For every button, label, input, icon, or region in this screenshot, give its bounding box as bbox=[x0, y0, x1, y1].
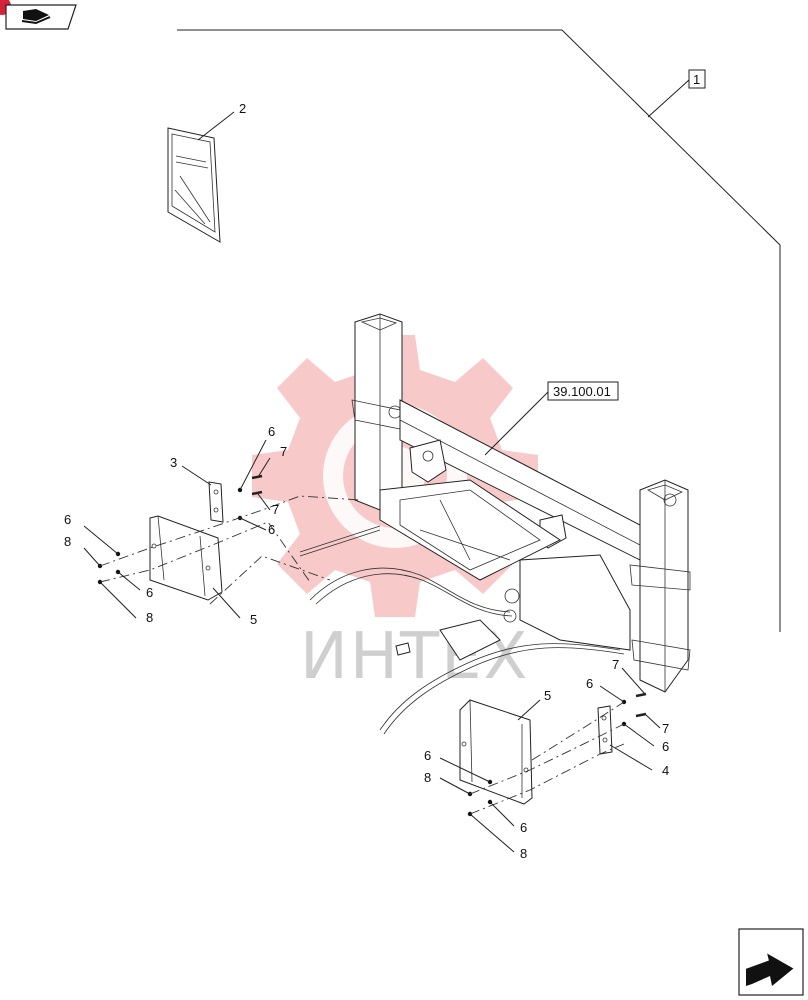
leader-line-5a bbox=[212, 587, 241, 619]
callout-6b[interactable]: 6 bbox=[268, 522, 275, 537]
leader-line-8d bbox=[469, 813, 515, 853]
leader-line-8b bbox=[99, 581, 137, 619]
axis-line-right-1 bbox=[469, 723, 625, 795]
leader-line-5b bbox=[517, 699, 541, 721]
callout-1[interactable]: 1 bbox=[693, 72, 700, 87]
leader-line-3 bbox=[181, 465, 212, 486]
right-cover-5 bbox=[459, 699, 533, 805]
watermark-text: ИНТЕХ bbox=[300, 620, 529, 694]
leader-line-4 bbox=[609, 744, 653, 771]
next-page-arrow-icon bbox=[738, 928, 804, 996]
leader-line-7d bbox=[644, 713, 661, 729]
callout-6g[interactable]: 6 bbox=[424, 748, 431, 763]
leader-line-6h bbox=[489, 801, 515, 827]
leader-line-8c bbox=[439, 777, 471, 795]
callout-box-1 bbox=[688, 69, 706, 89]
leader-line-6g bbox=[439, 757, 491, 783]
callout-6a[interactable]: 6 bbox=[268, 424, 275, 439]
leader-line-6e bbox=[599, 685, 625, 703]
left-cover-5 bbox=[149, 515, 223, 601]
leader-line-7c bbox=[621, 667, 646, 695]
callout-7b[interactable]: 7 bbox=[272, 502, 279, 517]
leader-line-6a bbox=[239, 439, 267, 491]
callout-7c[interactable]: 7 bbox=[612, 657, 619, 672]
callout-8b[interactable]: 8 bbox=[146, 610, 153, 625]
group-bracket-line bbox=[177, 29, 781, 632]
left-plate-3 bbox=[208, 481, 224, 523]
callout-6e[interactable]: 6 bbox=[586, 676, 593, 691]
axis-line-left-3 bbox=[209, 555, 331, 605]
leader-line-8a bbox=[83, 547, 101, 567]
leader-line-1 bbox=[647, 79, 690, 118]
callout-39-100-01[interactable]: 39.100.01 bbox=[553, 384, 611, 399]
callout-6d[interactable]: 6 bbox=[146, 585, 153, 600]
callout-5a[interactable]: 5 bbox=[250, 612, 257, 627]
callout-8a[interactable]: 8 bbox=[64, 534, 71, 549]
axis-line-right-2 bbox=[469, 743, 625, 815]
top-left-nav-button[interactable] bbox=[0, 0, 80, 32]
callout-6f[interactable]: 6 bbox=[662, 739, 669, 754]
callout-3[interactable]: 3 bbox=[170, 455, 177, 470]
callout-box-39 bbox=[547, 381, 619, 401]
axis-line-left-1 bbox=[99, 495, 361, 567]
right-plate-4 bbox=[597, 705, 613, 755]
manual-booklet bbox=[167, 127, 221, 243]
callout-6c[interactable]: 6 bbox=[64, 512, 71, 527]
leader-line-6d bbox=[117, 571, 141, 591]
frame-assembly bbox=[299, 313, 691, 735]
callout-6h[interactable]: 6 bbox=[520, 820, 527, 835]
callout-5b[interactable]: 5 bbox=[544, 688, 551, 703]
leader-line-2 bbox=[197, 111, 235, 141]
leader-line-39 bbox=[484, 391, 549, 456]
callout-8c[interactable]: 8 bbox=[424, 770, 431, 785]
axis-line-left-2 bbox=[99, 521, 311, 583]
leader-line-6f bbox=[623, 723, 655, 747]
callout-4[interactable]: 4 bbox=[662, 763, 669, 778]
leader-line-7a bbox=[257, 457, 271, 478]
callout-7d[interactable]: 7 bbox=[662, 721, 669, 736]
axis-line-right-3 bbox=[531, 701, 625, 761]
leader-line-6b bbox=[239, 517, 267, 531]
callout-2[interactable]: 2 bbox=[239, 101, 246, 116]
callout-8d[interactable]: 8 bbox=[520, 846, 527, 861]
next-page-button[interactable] bbox=[738, 928, 804, 996]
leader-line-6c bbox=[83, 525, 119, 555]
leader-line-7b bbox=[257, 493, 271, 511]
book-icon bbox=[0, 0, 77, 30]
callout-7a[interactable]: 7 bbox=[280, 444, 287, 459]
